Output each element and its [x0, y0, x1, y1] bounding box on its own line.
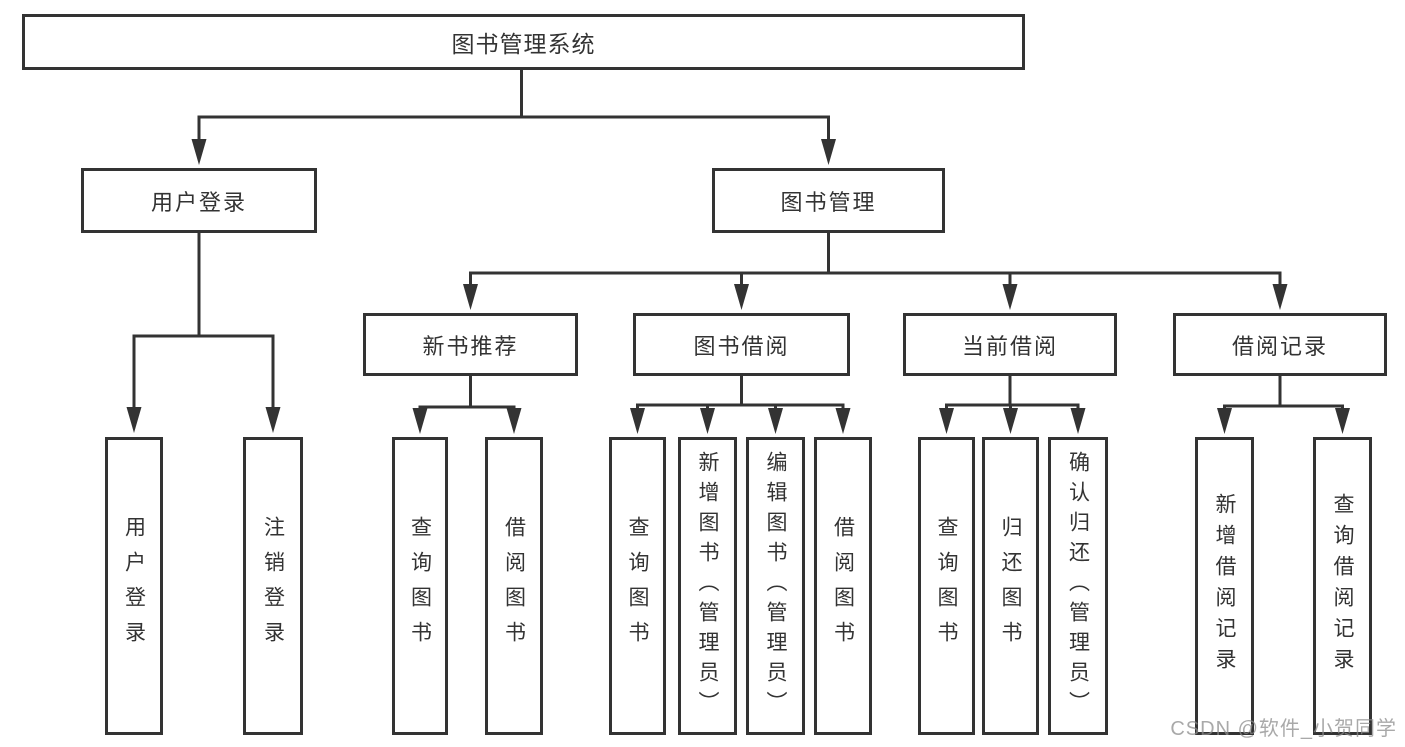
- arrow-down-icon: [821, 139, 836, 165]
- arrow-down-icon: [734, 284, 749, 310]
- leaf-current-query-book: 查询图书: [918, 437, 975, 735]
- arrow-down-icon: [412, 408, 428, 434]
- node-label: 查询图书: [408, 516, 432, 656]
- node-borrow-records: 借阅记录: [1173, 313, 1387, 376]
- connector-bookborrow-branch: [636, 376, 845, 411]
- arrow-down-icon: [126, 407, 142, 433]
- node-label: 图书管理系统: [451, 31, 596, 57]
- node-label: 查询借阅记录: [1331, 493, 1354, 679]
- leaf-recommend-query-book: 查询图书: [392, 437, 448, 735]
- node-user-login: 用户登录: [81, 168, 317, 233]
- node-label: 新书推荐: [422, 333, 519, 359]
- node-label: 用户登录: [150, 189, 247, 215]
- node-label: 图书管理: [780, 189, 877, 215]
- node-library-system: 图书管理系统: [22, 14, 1025, 70]
- node-label: 查询图书: [626, 516, 649, 656]
- node-label: 新增借阅记录: [1213, 493, 1236, 679]
- arrow-down-icon: [939, 408, 954, 434]
- node-label: 借阅图书: [831, 516, 855, 656]
- arrow-down-icon: [630, 408, 645, 434]
- arrow-down-icon: [1002, 284, 1018, 310]
- arrow-down-icon: [506, 408, 522, 434]
- node-book-management: 图书管理: [712, 168, 945, 233]
- node-label: 新增图书（管理员）: [696, 451, 719, 721]
- node-label: 确认归还（管理员）: [1066, 451, 1090, 721]
- node-label: 当前借阅: [961, 333, 1058, 359]
- arrow-down-icon: [265, 407, 281, 433]
- node-label: 注销登录: [261, 516, 285, 656]
- arrow-down-icon: [1272, 284, 1288, 310]
- node-label: 归还图书: [999, 516, 1022, 656]
- connector-borrowrecord-branch: [1223, 376, 1344, 411]
- node-label: 借阅图书: [502, 516, 526, 656]
- leaf-logout: 注销登录: [243, 437, 303, 735]
- leaf-borrow-borrow-book: 借阅图书: [814, 437, 872, 735]
- node-label: 借阅记录: [1231, 333, 1328, 359]
- leaf-user-login: 用户登录: [105, 437, 163, 735]
- connector-root-to-level2: [197, 69, 830, 142]
- arrow-down-icon: [1335, 408, 1350, 434]
- connector-newbook-branch: [418, 376, 516, 411]
- leaf-borrow-query-book: 查询图书: [609, 437, 666, 735]
- node-label: 图书借阅: [693, 333, 790, 359]
- arrow-down-icon: [1003, 408, 1018, 434]
- leaf-current-confirm-return-admin: 确认归还（管理员）: [1048, 437, 1108, 735]
- arrow-down-icon: [1070, 408, 1086, 434]
- connector-bookmgmt-to-level3: [469, 233, 1282, 287]
- arrow-down-icon: [700, 408, 715, 434]
- node-label: 查询图书: [935, 516, 958, 656]
- arrow-down-icon: [768, 408, 783, 434]
- node-current-borrow: 当前借阅: [903, 313, 1117, 376]
- connector-userlogin-branch: [132, 233, 275, 410]
- node-book-borrow: 图书借阅: [633, 313, 850, 376]
- arrow-down-icon: [463, 284, 478, 310]
- node-label: 编辑图书（管理员）: [764, 451, 787, 721]
- arrow-down-icon: [191, 139, 207, 165]
- leaf-recommend-borrow-book: 借阅图书: [485, 437, 543, 735]
- arrow-down-icon: [835, 408, 851, 434]
- node-label: 用户登录: [122, 516, 146, 656]
- arrow-down-icon: [1217, 408, 1232, 434]
- leaf-record-query-borrow-record: 查询借阅记录: [1313, 437, 1372, 735]
- leaf-current-return-book: 归还图书: [982, 437, 1039, 735]
- node-new-book-recommend: 新书推荐: [363, 313, 578, 376]
- leaf-borrow-edit-book-admin: 编辑图书（管理员）: [746, 437, 805, 735]
- connector-currentborrow-branch: [945, 376, 1080, 411]
- leaf-borrow-add-book-admin: 新增图书（管理员）: [678, 437, 737, 735]
- leaf-record-add-borrow-record: 新增借阅记录: [1195, 437, 1254, 735]
